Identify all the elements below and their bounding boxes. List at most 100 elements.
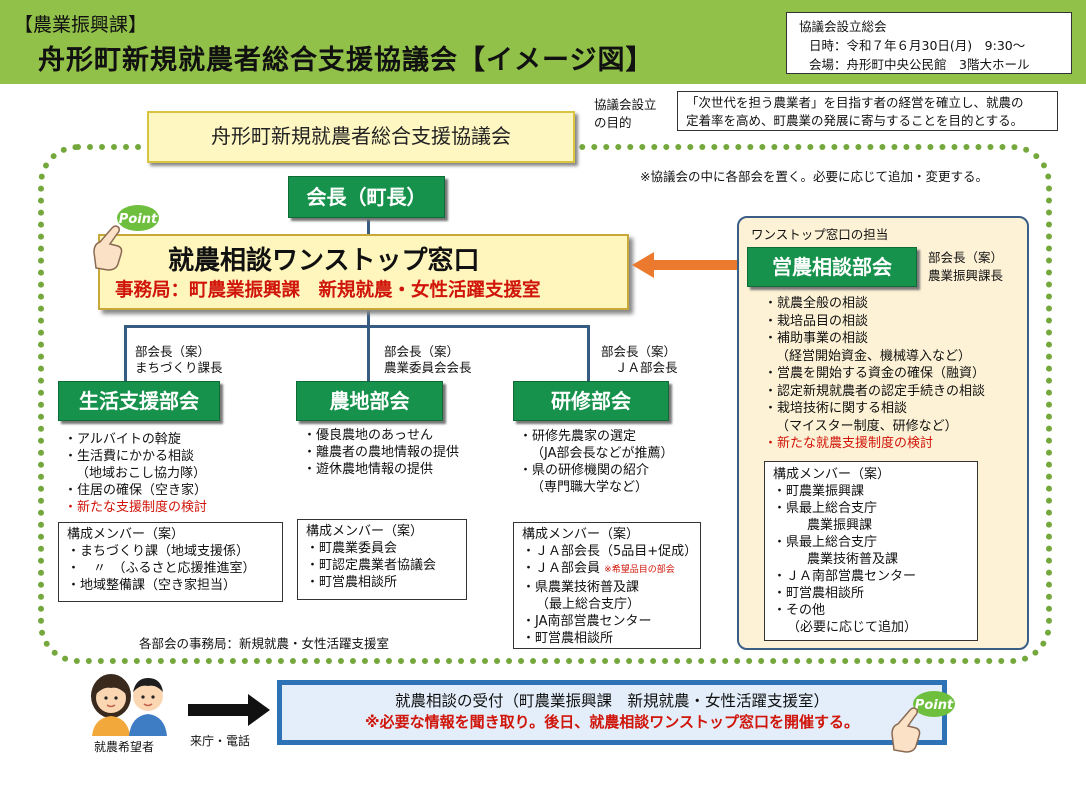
connector-chair-onestop: [367, 216, 370, 236]
list-item: ・営農を開始する資金の確保（融資）: [764, 366, 986, 381]
chair-box: 会長（町長）: [288, 176, 445, 218]
point-badge-icon: Point: [913, 691, 955, 717]
purpose-text-line1: 「次世代を担う農業者」を目指す者の経営を確立し、就農の: [686, 95, 1024, 110]
member-item: ・ＪＡ部会長（5品目+促成）: [522, 544, 698, 559]
list-item: （経営開始資金、機械導入など）: [776, 348, 972, 364]
member-item: （必要に応じて追加）: [787, 620, 918, 635]
list-item: ・栽培品目の相談: [764, 313, 869, 329]
einou-chair-label: 部会長（案） 農業振興課長: [928, 249, 1003, 285]
member-item: ・県最上総合支庁: [773, 501, 878, 516]
member-item: 農業技術普及課: [807, 552, 899, 567]
kenshu-chair-label: 部会長（案） ＪＡ部会長: [601, 344, 678, 376]
list-item: ・認定新規就農者の認定手続きの相談: [764, 383, 986, 399]
point-label: Point: [119, 212, 158, 227]
member-item: ・その他: [773, 603, 826, 618]
list-item: ・アルバイトの斡旋: [64, 432, 181, 447]
list-item: ・補助事業の相談: [764, 331, 869, 346]
einou-chair-line1: 部会長（案）: [928, 250, 1004, 265]
seikatsu-chair-line1: 部会長（案）: [135, 344, 211, 359]
meeting-venue: 会場：舟形町中央公民館 3階大ホール: [809, 57, 1030, 72]
onestop-staff-label: ワンストップ窓口の担当: [751, 227, 889, 242]
seikatsu-members-box: 構成メンバー（案） ・まちづくり課（地域支援係） ・ 〃 （ふるさと応援推進室）…: [58, 522, 283, 602]
member-item: ・ 〃 （ふるさと応援推進室）: [67, 561, 256, 576]
council-title-box: 舟形町新規就農者総合支援協議会: [147, 111, 575, 163]
connector-onestop-trunk: [367, 308, 370, 382]
list-item: （専門職大学など）: [531, 480, 649, 495]
list-item: ・離農者の農地情報の提供: [303, 445, 460, 460]
seikatsu-subcommittee-box: 生活支援部会: [58, 381, 220, 421]
onestop-window-box: [98, 234, 629, 310]
orange-left-arrow-icon: [632, 252, 748, 278]
members-title: 構成メンバー（案）: [522, 527, 640, 542]
nouchi-items: ・優良農地のあっせん ・離農者の農地情報の提供 ・遊休農地情報の提供: [303, 427, 459, 478]
list-item: （マイスター制度、研修など）: [776, 418, 958, 434]
seikatsu-chair-line2: まちづくり課長: [135, 360, 223, 375]
members-title: 構成メンバー（案）: [306, 524, 424, 539]
list-item: （地域おこし協力隊）: [76, 466, 207, 481]
kenshu-items: ・研修先農家の選定 （JA部会長などが推薦） ・県の研修機関の紹介 （専門職大学…: [519, 428, 674, 496]
member-item: ・県最上総合支庁: [773, 535, 878, 550]
member-item: ・町認定農業者協議会: [306, 558, 437, 573]
reception-box: [277, 680, 947, 745]
member-item: ・JA南部営農センター: [522, 614, 652, 629]
nouchi-members-box: 構成メンバー（案） ・町農業委員会 ・町認定農業者協議会 ・町営農相談所: [297, 519, 467, 600]
list-item: ・遊休農地情報の提供: [303, 462, 434, 477]
subcommittee-office-note: 各部会の事務局：新規就農・女性活躍支援室: [139, 636, 390, 651]
purpose-text-line2: 定着率を高め、町農業の発展に寄与することを目的とする。: [686, 113, 1024, 128]
members-title: 構成メンバー（案）: [773, 467, 891, 482]
nouchi-chair-line1: 部会長（案）: [384, 344, 460, 359]
member-item-with-note: ・ＪＡ部会員 ※希望品目の部会: [522, 560, 700, 579]
list-item: ・優良農地のあっせん: [303, 428, 434, 443]
connector-horizontal: [124, 325, 590, 328]
list-item-new: ・新たな就農支援制度の検討: [764, 436, 934, 451]
members-title: 構成メンバー（案）: [67, 527, 185, 542]
nouchi-chair-line2: 農業委員会会長: [384, 360, 472, 375]
member-item: ・町営農相談所: [522, 631, 614, 646]
meeting-heading: 協議会設立総会: [799, 19, 887, 34]
member-item: ・地域整備課（空き家担当）: [67, 578, 237, 593]
list-item: （JA部会長などが推薦）: [531, 446, 674, 461]
kenshu-chair-line1: 部会長（案）: [601, 344, 677, 359]
nouchi-chair-label: 部会長（案） 農業委員会会長: [384, 344, 472, 376]
kenshu-subcommittee-box: 研修部会: [513, 381, 669, 421]
visit-label: 来庁・電話: [190, 734, 251, 748]
einou-subcommittee-box: 営農相談部会: [747, 247, 917, 287]
member-item: ・町農業委員会: [306, 541, 398, 556]
member-item: 農業振興課: [807, 518, 873, 533]
point-label: Point: [915, 698, 954, 713]
page-title: 舟形町新規就農者総合支援協議会【イメージ図】: [38, 45, 654, 76]
right-arrow-icon: [188, 694, 270, 726]
member-item: ・ＪＡ部会員: [522, 561, 601, 576]
connector-kenshu: [587, 325, 590, 382]
meeting-datetime: 日時：令和７年６月30日(月) 9:30～: [809, 38, 1026, 53]
list-item: ・栽培技術に関する相談: [764, 401, 908, 416]
department-label: 【農業振興課】: [14, 14, 148, 36]
purpose-label: 協議会設立 の目的: [594, 96, 657, 132]
point-badge-icon: Point: [117, 205, 159, 231]
kenshu-members-box: 構成メンバー（案） ・ＪＡ部会長（5品目+促成） ・ＪＡ部会員 ※希望品目の部会…: [513, 522, 701, 649]
einou-members-box: 構成メンバー（案） ・町農業振興課 ・県最上総合支庁 農業振興課 ・県最上総合支…: [764, 461, 978, 641]
einou-chair-line2: 農業振興課長: [928, 268, 1004, 283]
member-item: ・ＪＡ南部営農センター: [773, 569, 917, 584]
nouchi-subcommittee-box: 農地部会: [296, 381, 443, 421]
kenshu-chair-line2: ＪＡ部会長: [615, 360, 678, 375]
meeting-info-box: 協議会設立総会 日時：令和７年６月30日(月) 9:30～ 会場：舟形町中央公民…: [786, 12, 1072, 74]
subcommittee-note: ※協議会の中に各部会を置く。必要に応じて追加・変更する。: [640, 169, 988, 184]
member-item: ・町営農相談所: [773, 586, 865, 601]
reception-title: 就農相談の受付（町農業振興課 新規就農・女性活躍支援室）: [394, 692, 829, 710]
member-item: ・県農業技術普及課: [522, 580, 640, 595]
purpose-label-line2: の目的: [594, 115, 632, 130]
applicant-label: 就農希望者: [94, 740, 155, 754]
pointing-hand-icon: [891, 707, 921, 753]
seikatsu-chair-label: 部会長（案） まちづくり課長: [135, 344, 223, 376]
seikatsu-items: ・アルバイトの斡旋 ・生活費にかかる相談 （地域おこし協力隊） ・住居の確保（空…: [64, 431, 207, 516]
pointing-hand-icon: [93, 225, 123, 271]
list-item: ・県の研修機関の紹介: [519, 463, 650, 478]
list-item: ・生活費にかかる相談: [64, 449, 195, 464]
connector-seikatsu: [124, 325, 127, 382]
member-item: ・町営農相談所: [306, 575, 398, 590]
applicants-icon: [91, 674, 167, 736]
member-note: ※希望品目の部会: [604, 565, 675, 575]
purpose-label-line1: 協議会設立: [594, 97, 657, 112]
list-item: ・住居の確保（空き家）: [64, 483, 208, 498]
